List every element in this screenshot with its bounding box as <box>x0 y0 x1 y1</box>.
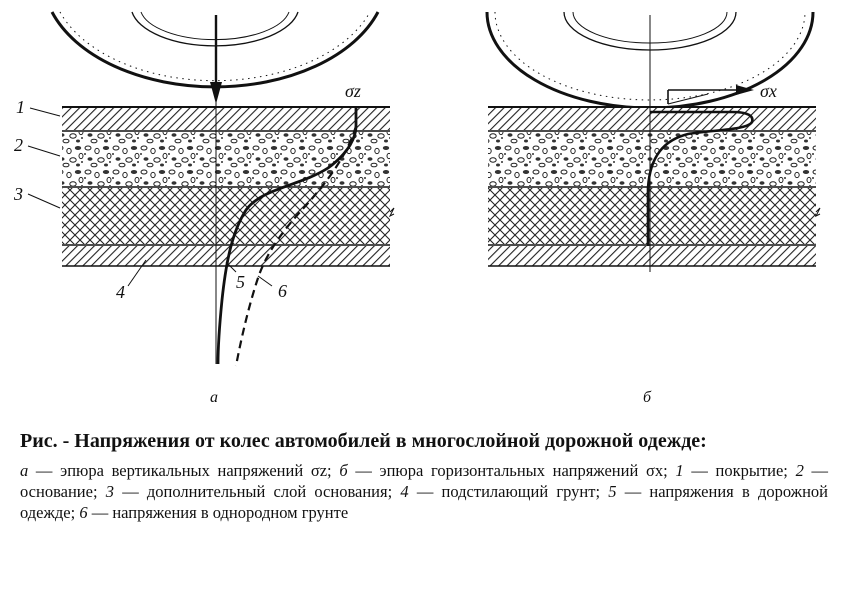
caption-legend-text: — эпюра вертикальных напряжений σz; <box>28 461 340 480</box>
layer-surface-b <box>488 108 816 130</box>
layer-additional-base-a <box>62 188 390 244</box>
caption-legend-key: 1 <box>675 461 684 480</box>
caption-legend-key: 2 <box>795 461 804 480</box>
curve-6-stress-homogeneous <box>234 125 358 367</box>
stress-symbol-sigma-x: σx <box>760 81 777 101</box>
caption-title: Рис. - Напряжения от колес автомобилей в… <box>20 430 707 452</box>
caption-legend-key: 5 <box>608 482 617 501</box>
caption-legend-key: 3 <box>105 482 114 501</box>
horizontal-stress-arrow-b <box>667 85 754 105</box>
curve-label-6: 6 <box>278 281 287 301</box>
pavement-layers-b <box>488 106 821 267</box>
caption-legend-key: б <box>339 461 348 480</box>
stress-symbol-sigma-z: σz <box>345 81 361 101</box>
caption-legend-text: — покрытие; <box>683 461 796 480</box>
layer-additional-base-b <box>488 188 816 244</box>
pavement-layers-a <box>62 106 395 267</box>
curve-label-5: 5 <box>236 272 245 292</box>
caption-legend-text: — подстилающий грунт; <box>408 482 609 501</box>
subfigure-label-a: а <box>210 389 218 406</box>
caption-legend-text: — эпюра горизонтальных напряжений σx; <box>347 461 676 480</box>
panel-a: 1 2 3 4 5 6 σz а <box>13 11 395 406</box>
layer-surface-a <box>62 108 390 130</box>
caption-legend-text: — основание; <box>20 461 829 501</box>
layer-base-a <box>62 132 390 186</box>
layer-base-b <box>488 132 816 186</box>
caption-legend-text: — напряжения в однородном грунте <box>87 503 349 522</box>
subfigure-label-b: б <box>643 389 652 406</box>
layer-subgrade-a <box>62 246 390 266</box>
layer-subgrade-b <box>488 246 816 266</box>
layer-label-4: 4 <box>116 282 125 302</box>
load-arrow-a <box>210 82 222 104</box>
caption-legend-text: — дополнительный слой основания; <box>113 482 401 501</box>
caption-body: а — эпюра вертикальных напряжений σz; б … <box>20 460 828 523</box>
pavement-stress-figure: 1 2 3 4 5 6 σz а <box>13 11 821 406</box>
curve-horizontal-stress <box>646 110 754 246</box>
layer-label-3: 3 <box>13 184 23 204</box>
caption-legend-key: а <box>20 461 29 480</box>
caption-legend-key: 6 <box>79 503 88 522</box>
caption-legend-text: — напряжения в дорожной одежде; <box>20 482 828 522</box>
layer-label-1: 1 <box>16 97 25 117</box>
panel-b: σx б <box>485 11 821 406</box>
layer-label-2: 2 <box>14 135 23 155</box>
layer-leaders-a <box>27 107 273 287</box>
figure-caption: Рис. - Напряжения от колес автомобилей в… <box>20 428 828 523</box>
caption-legend-key: 4 <box>400 482 409 501</box>
